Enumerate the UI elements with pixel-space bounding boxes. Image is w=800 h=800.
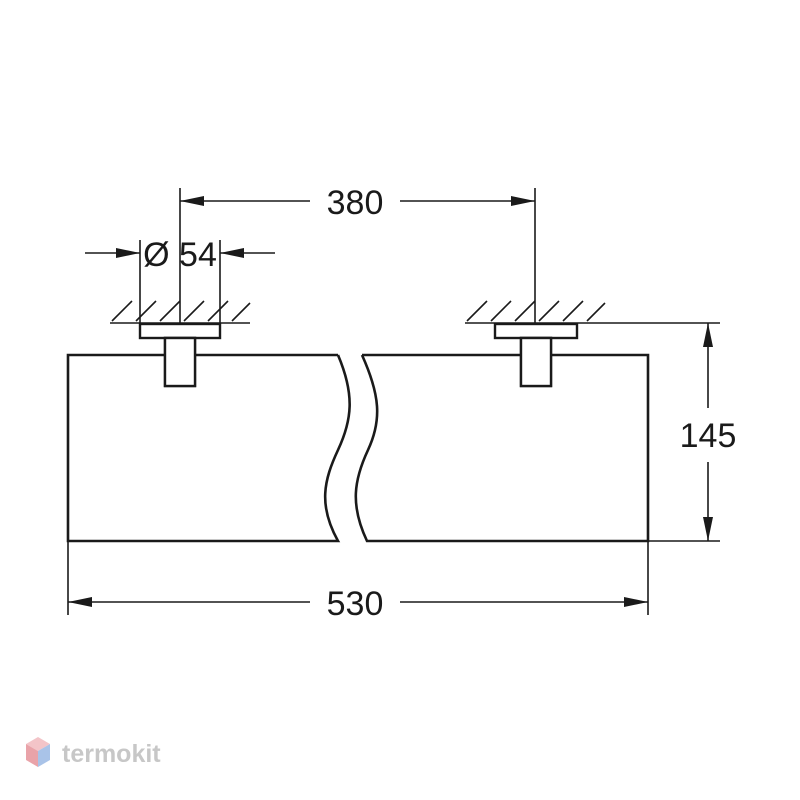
mount-diameter-label: Ø 54 bbox=[143, 236, 217, 274]
right-mount-flange bbox=[493, 322, 579, 340]
left-mount-flange bbox=[138, 322, 222, 340]
arrow-head bbox=[116, 248, 140, 258]
shelf-body bbox=[66, 336, 650, 543]
arrow-head bbox=[220, 248, 244, 258]
height-label: 145 bbox=[680, 417, 737, 455]
shelf-right-segment bbox=[354, 353, 650, 543]
length-label: 530 bbox=[327, 585, 384, 623]
arrow-head bbox=[703, 323, 713, 347]
dimension-mount-spacing: 380 bbox=[179, 184, 536, 323]
right-wall-mount bbox=[465, 300, 720, 388]
right-wall-hatching bbox=[466, 300, 606, 322]
termokit-logo-icon bbox=[26, 737, 50, 767]
mount-spacing-label: 380 bbox=[327, 184, 384, 222]
dimension-mount-diameter: Ø 54 bbox=[85, 236, 275, 323]
arrow-head bbox=[180, 196, 204, 206]
left-wall-hatching bbox=[111, 300, 251, 322]
dimension-height: 145 bbox=[648, 323, 737, 542]
watermark: termokit bbox=[26, 737, 161, 768]
arrow-head bbox=[511, 196, 535, 206]
shelf-left-segment bbox=[66, 353, 351, 543]
arrow-head bbox=[624, 597, 648, 607]
arrow-head bbox=[68, 597, 92, 607]
arrow-head bbox=[703, 517, 713, 541]
dimension-length: 530 bbox=[67, 541, 649, 623]
watermark-brand: termokit bbox=[62, 740, 161, 768]
